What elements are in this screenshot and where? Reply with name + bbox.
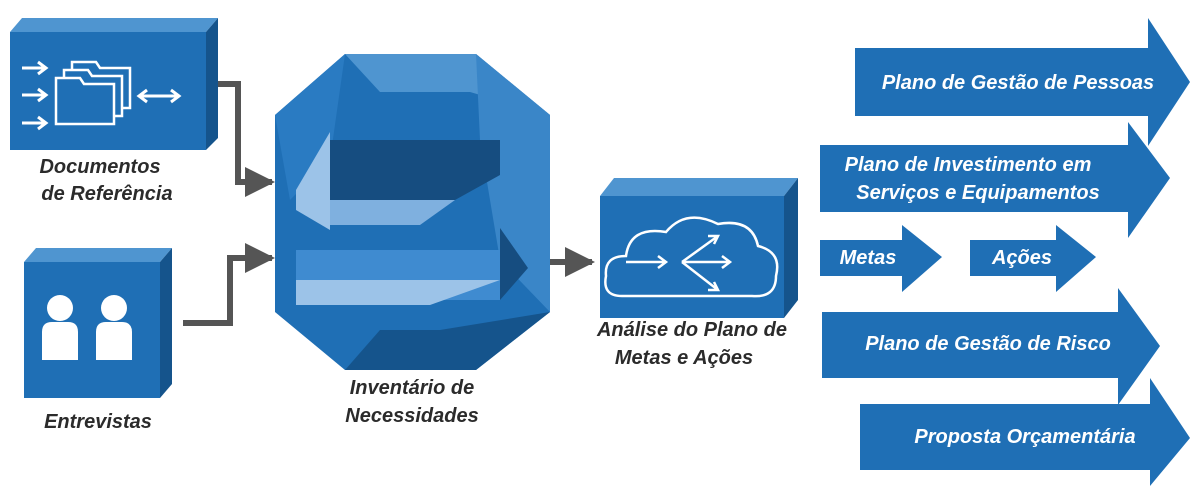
output-orcamentaria-label: Proposta Orçamentária (914, 426, 1135, 448)
entrevistas-cube-side (160, 248, 172, 398)
output-investimento-label-line1: Plano de Investimento em (845, 154, 1092, 176)
output-acoes-arrow (970, 225, 1096, 292)
entrevistas-node: Entrevistas (24, 248, 172, 433)
output-risco: Plano de Gestão de Risco (822, 288, 1160, 405)
output-orcamentaria-arrow (860, 378, 1190, 486)
output-metas: Metas (820, 225, 942, 292)
exchange-arrows-icon (296, 132, 528, 305)
documentos-label-line1: Documentos (39, 156, 160, 178)
output-investimento: Plano de Investimento em Serviços e Equi… (820, 122, 1170, 238)
connector-documentos-to-inventario (206, 81, 275, 197)
connector-entrevistas-to-inventario (183, 243, 275, 326)
connectors (183, 81, 595, 326)
documentos-label-line2: de Referência (41, 183, 172, 205)
analise-node: Análise do Plano de Metas e Ações (596, 178, 798, 369)
output-pessoas: Plano de Gestão de Pessoas (855, 18, 1190, 146)
output-orcamentaria: Proposta Orçamentária (860, 378, 1190, 486)
analise-cube-top (600, 178, 798, 196)
document-folder-icon (22, 60, 182, 131)
inventario-facet-bottom (345, 312, 550, 370)
cloud-network-icon (604, 216, 779, 298)
output-risco-label: Plano de Gestão de Risco (865, 333, 1111, 355)
analise-cube-front (600, 196, 784, 318)
inventario-label-line2: Necessidades (345, 405, 478, 427)
inventario-facet-left (275, 54, 345, 200)
entrevistas-label: Entrevistas (44, 411, 152, 433)
output-acoes-label: Ações (991, 247, 1052, 269)
people-icon (42, 295, 132, 360)
analise-label-line2: Metas e Ações (615, 347, 753, 369)
output-metas-label: Metas (840, 247, 897, 269)
output-investimento-arrow (820, 122, 1170, 238)
output-metas-arrow (820, 225, 942, 292)
output-acoes: Ações (970, 225, 1096, 292)
documentos-cube-top (10, 18, 218, 32)
analise-cube-side (784, 178, 798, 318)
documentos-cube-side (206, 18, 218, 150)
entrevistas-cube-top (24, 248, 172, 262)
output-arrows: Plano de Gestão de Pessoas Plano de Inve… (820, 18, 1190, 486)
inventario-label-line1: Inventário de (350, 377, 474, 399)
output-pessoas-label: Plano de Gestão de Pessoas (882, 72, 1154, 94)
documentos-node: Documentos de Referência (10, 18, 218, 205)
inventario-facet-right (476, 54, 550, 312)
analise-label-line1: Análise do Plano de (596, 319, 787, 341)
output-risco-arrow (822, 288, 1160, 405)
inventario-node: Inventário de Necessidades (275, 54, 550, 427)
output-pessoas-arrow (855, 18, 1190, 146)
output-investimento-label-line2: Serviços e Equipamentos (856, 182, 1099, 204)
